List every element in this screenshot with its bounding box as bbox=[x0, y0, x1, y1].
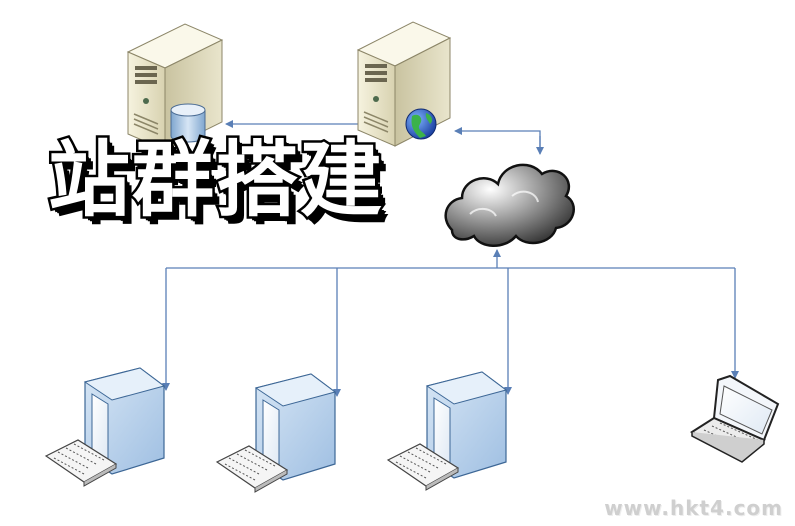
watermark-text: www.hkt4.com bbox=[604, 496, 783, 520]
database-icon bbox=[170, 103, 206, 143]
keyboard-icon bbox=[44, 439, 118, 487]
link-web-to-cloud bbox=[454, 127, 541, 152]
desktop-computer-icon bbox=[215, 373, 337, 493]
web-server-icon bbox=[356, 21, 452, 147]
desktop-computer-icon bbox=[386, 371, 508, 491]
database-server-icon bbox=[126, 23, 224, 151]
keyboard-icon bbox=[386, 443, 460, 491]
cloud-icon bbox=[444, 163, 575, 247]
keyboard-icon bbox=[215, 445, 289, 493]
globe-icon bbox=[405, 108, 437, 140]
page-title: 站群搭建 bbox=[45, 133, 385, 228]
desktop-computer-icon bbox=[44, 367, 166, 487]
connector-lines bbox=[162, 120, 739, 397]
laptop-icon bbox=[690, 374, 780, 463]
